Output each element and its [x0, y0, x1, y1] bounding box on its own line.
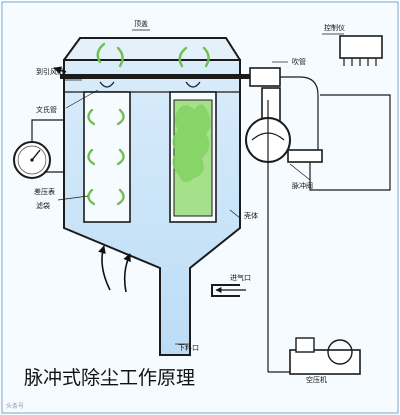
label-discharge: 下料口 [178, 343, 199, 352]
venturi-tube [99, 81, 115, 88]
pulse-valve-assembly [245, 67, 323, 163]
label-pulse-valve: 脉冲阀 [292, 181, 313, 190]
label-venturi: 文氏管 [36, 105, 57, 114]
inlet-duct [211, 284, 240, 297]
watermark: 头条号 [6, 402, 24, 410]
air-compressor [267, 100, 361, 375]
outlet-arrow [53, 66, 67, 75]
label-housing: 壳体 [244, 211, 258, 220]
label-pressure-gauge: 差压表 [34, 187, 55, 196]
label-controller: 控制仪 [324, 23, 345, 32]
label-top-cover: 顶盖 [134, 19, 148, 28]
label-to-induced-fan: 到引风机 [36, 67, 64, 76]
label-compressor: 空压机 [306, 375, 327, 384]
blowpipe [60, 74, 250, 79]
differential-pressure-gauge [13, 119, 64, 179]
controller [309, 35, 391, 191]
label-blowpipe: 吹管 [292, 57, 306, 66]
diagram-title: 脉冲式除尘工作原理 [24, 367, 195, 389]
inlet-airflow-arrows [98, 245, 131, 293]
filter-bag-group [83, 91, 217, 223]
top-cover [63, 37, 241, 61]
venturi-group [99, 81, 201, 88]
label-filter-bag: 滤袋 [36, 201, 50, 210]
label-leaders [57, 29, 344, 345]
airflow-swirls [87, 42, 210, 206]
venturi-tube [185, 81, 201, 88]
dust-cloud [172, 104, 211, 183]
label-air-inlet: 进气口 [230, 273, 251, 282]
